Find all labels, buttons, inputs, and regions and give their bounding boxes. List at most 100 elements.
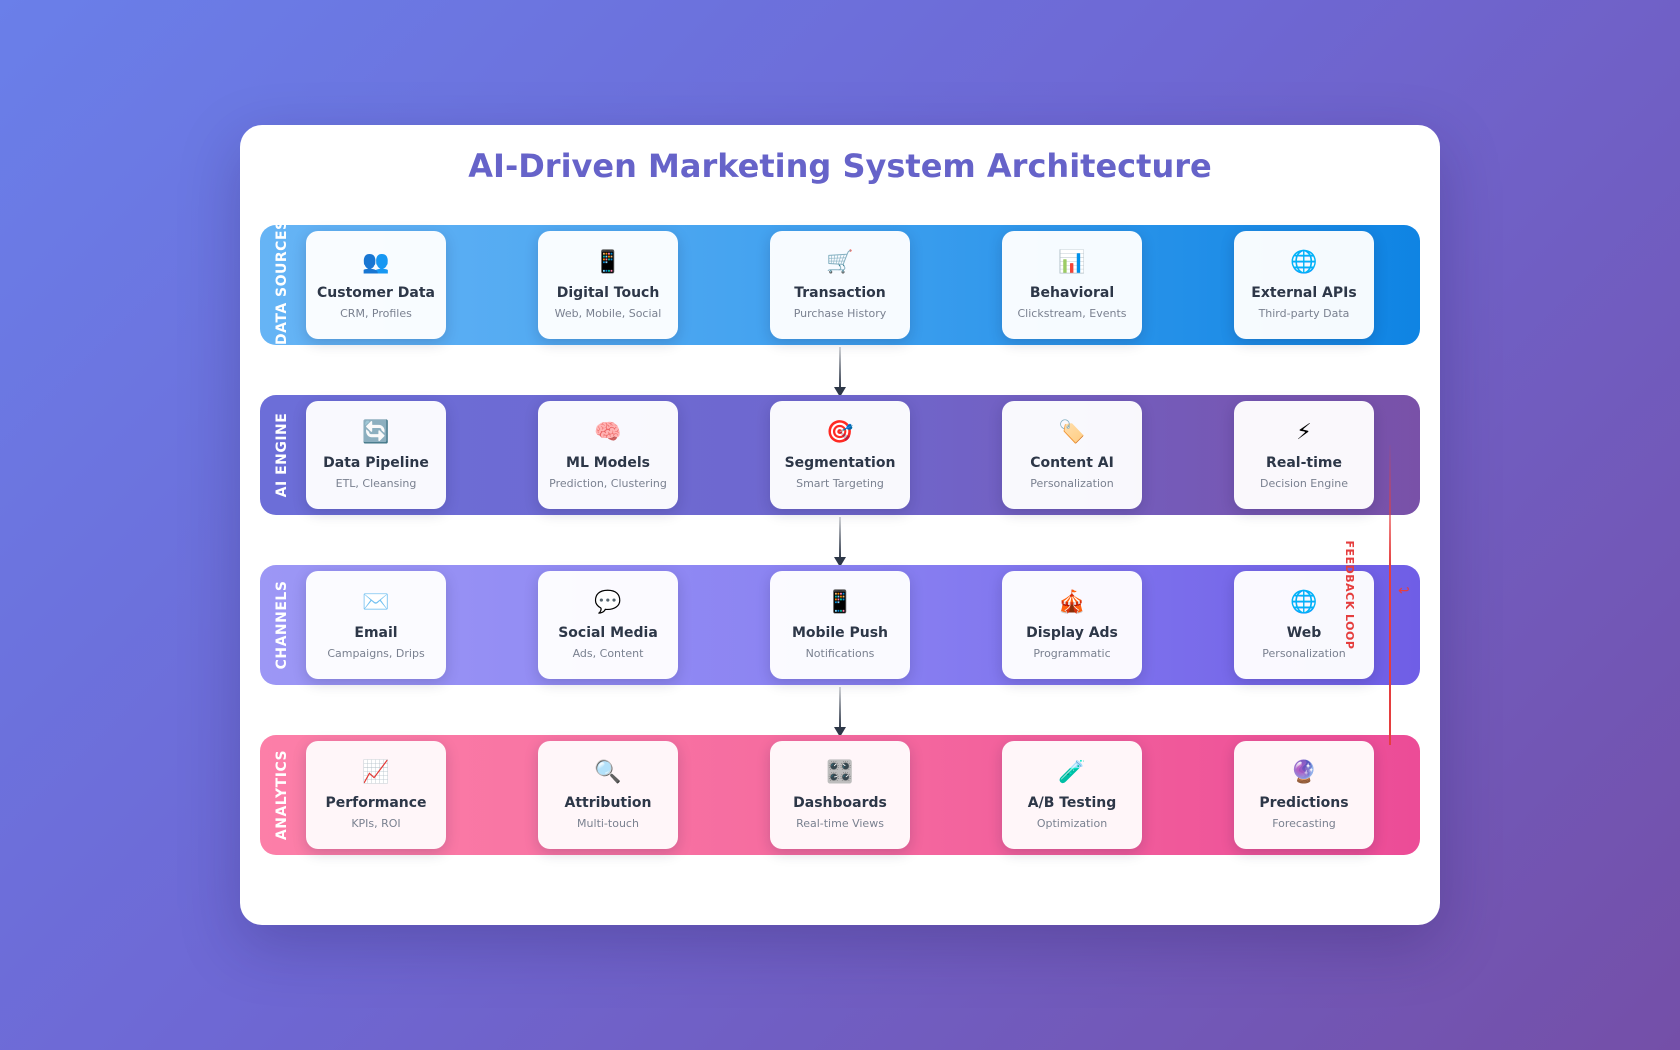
- node-behavioral[interactable]: 📊 Behavioral Clickstream, Events: [1002, 231, 1142, 339]
- arrow-head: [834, 387, 846, 397]
- arrow-shaft: [839, 347, 841, 389]
- node-subtitle: Multi-touch: [577, 817, 639, 830]
- node-mobile-push[interactable]: 📱 Mobile Push Notifications: [770, 571, 910, 679]
- bar-chart-icon: 📊: [1058, 250, 1086, 275]
- refresh-icon: 🔄: [362, 420, 390, 445]
- node-title: A/B Testing: [1027, 795, 1117, 811]
- arrow-head: [834, 557, 846, 567]
- mobile-phone-icon: 📱: [826, 590, 854, 615]
- node-subtitle: Third-party Data: [1258, 307, 1350, 320]
- node-title: Web: [1286, 625, 1322, 641]
- layer-ai-engine: AI ENGINE 🔄 Data Pipeline ETL, Cleansing…: [260, 395, 1420, 515]
- node-subtitle: Prediction, Clustering: [549, 477, 667, 490]
- node-transaction[interactable]: 🛒 Transaction Purchase History: [770, 231, 910, 339]
- layer-label: DATA SOURCES: [274, 219, 290, 345]
- node-subtitle: ETL, Cleansing: [335, 477, 417, 490]
- node-title: Performance: [325, 795, 427, 811]
- layer-label: ANALYTICS: [274, 749, 290, 841]
- node-subtitle: Forecasting: [1272, 817, 1336, 830]
- node-digital-touch[interactable]: 📱 Digital Touch Web, Mobile, Social: [538, 231, 678, 339]
- node-title: ML Models: [566, 455, 650, 471]
- layer-label: AI ENGINE: [274, 412, 290, 498]
- node-subtitle: Decision Engine: [1259, 477, 1349, 490]
- node-real-time[interactable]: ⚡ Real-time Decision Engine: [1234, 401, 1374, 509]
- node-subtitle: Personalization: [1262, 647, 1346, 660]
- arrow-head: [834, 727, 846, 737]
- node-subtitle: CRM, Profiles: [340, 307, 412, 320]
- globe-icon: 🌐: [1290, 590, 1318, 615]
- node-content-ai[interactable]: 🏷️ Content AI Personalization: [1002, 401, 1142, 509]
- node-customer-data[interactable]: 👥 Customer Data CRM, Profiles: [306, 231, 446, 339]
- node-subtitle: Campaigns, Drips: [327, 647, 425, 660]
- node-subtitle: Clickstream, Events: [1017, 307, 1127, 320]
- node-subtitle: Real-time Views: [796, 817, 884, 830]
- arrow-shaft: [839, 517, 841, 559]
- layer-data-sources: DATA SOURCES 👥 Customer Data CRM, Profil…: [260, 219, 1420, 345]
- node-subtitle: Smart Targeting: [796, 477, 884, 490]
- node-title: Segmentation: [784, 455, 896, 471]
- node-subtitle: Programmatic: [1033, 647, 1111, 660]
- mobile-phone-icon: 📱: [594, 250, 622, 275]
- test-tube-icon: 🧪: [1058, 760, 1086, 785]
- target-icon: 🎯: [826, 420, 854, 445]
- node-dashboards[interactable]: 🎛️ Dashboards Real-time Views: [770, 741, 910, 849]
- node-title: Mobile Push: [791, 625, 889, 641]
- node-subtitle: Web, Mobile, Social: [554, 307, 662, 320]
- node-title: Predictions: [1259, 795, 1349, 811]
- node-title: Display Ads: [1026, 625, 1118, 641]
- chat-bubble-icon: 💬: [594, 590, 622, 615]
- layer-label: CHANNELS: [274, 580, 290, 670]
- node-social-media[interactable]: 💬 Social Media Ads, Content: [538, 571, 678, 679]
- node-email[interactable]: ✉️ Email Campaigns, Drips: [306, 571, 446, 679]
- node-title: Dashboards: [793, 795, 887, 811]
- architecture-card: AI-Driven Marketing System Architecture …: [240, 125, 1440, 925]
- node-data-pipeline[interactable]: 🔄 Data Pipeline ETL, Cleansing: [306, 401, 446, 509]
- shopping-cart-icon: 🛒: [826, 250, 854, 275]
- trend-up-chart-icon: 📈: [362, 760, 390, 785]
- users-icon: 👥: [362, 250, 390, 275]
- control-knobs-icon: 🎛️: [826, 760, 854, 785]
- flow-arrow-1: [834, 347, 846, 397]
- node-title: Attribution: [564, 795, 652, 811]
- brain-icon: 🧠: [594, 420, 622, 445]
- node-attribution[interactable]: 🔍 Attribution Multi-touch: [538, 741, 678, 849]
- node-performance[interactable]: 📈 Performance KPIs, ROI: [306, 741, 446, 849]
- crystal-ball-icon: 🔮: [1290, 760, 1318, 785]
- node-web[interactable]: 🌐 Web Personalization: [1234, 571, 1374, 679]
- node-title: Social Media: [558, 625, 658, 641]
- return-arrow-icon: ↩: [1398, 583, 1410, 599]
- node-ab-testing[interactable]: 🧪 A/B Testing Optimization: [1002, 741, 1142, 849]
- feedback-loop-label: FEEDBACK LOOP: [1343, 540, 1356, 650]
- node-predictions[interactable]: 🔮 Predictions Forecasting: [1234, 741, 1374, 849]
- layer-analytics: ANALYTICS 📈 Performance KPIs, ROI 🔍 Attr…: [260, 735, 1420, 855]
- node-title: Customer Data: [317, 285, 435, 301]
- node-external-apis[interactable]: 🌐 External APIs Third-party Data: [1234, 231, 1374, 339]
- node-ml-models[interactable]: 🧠 ML Models Prediction, Clustering: [538, 401, 678, 509]
- circus-tent-icon: 🎪: [1058, 590, 1086, 615]
- feedback-loop-line: [1389, 445, 1391, 745]
- node-subtitle: KPIs, ROI: [351, 817, 401, 830]
- node-title: External APIs: [1251, 285, 1357, 301]
- node-title: Data Pipeline: [323, 455, 429, 471]
- node-subtitle: Notifications: [805, 647, 875, 660]
- node-display-ads[interactable]: 🎪 Display Ads Programmatic: [1002, 571, 1142, 679]
- node-subtitle: Optimization: [1036, 817, 1108, 830]
- node-subtitle: Purchase History: [793, 307, 887, 320]
- page-title: AI-Driven Marketing System Architecture: [468, 147, 1212, 185]
- node-subtitle: Ads, Content: [572, 647, 644, 660]
- flow-arrow-2: [834, 517, 846, 567]
- arrow-shaft: [839, 687, 841, 729]
- node-title: Real-time: [1266, 455, 1342, 471]
- flow-arrow-3: [834, 687, 846, 737]
- layer-channels: CHANNELS ✉️ Email Campaigns, Drips 💬 Soc…: [260, 565, 1420, 685]
- node-title: Behavioral: [1029, 285, 1115, 301]
- tag-icon: 🏷️: [1058, 420, 1086, 445]
- node-segmentation[interactable]: 🎯 Segmentation Smart Targeting: [770, 401, 910, 509]
- node-title: Digital Touch: [556, 285, 660, 301]
- magnifier-icon: 🔍: [594, 760, 622, 785]
- node-title: Transaction: [794, 285, 886, 301]
- email-icon: ✉️: [362, 590, 390, 615]
- node-title: Content AI: [1030, 455, 1114, 471]
- node-title: Email: [354, 625, 398, 641]
- globe-icon: 🌐: [1290, 250, 1318, 275]
